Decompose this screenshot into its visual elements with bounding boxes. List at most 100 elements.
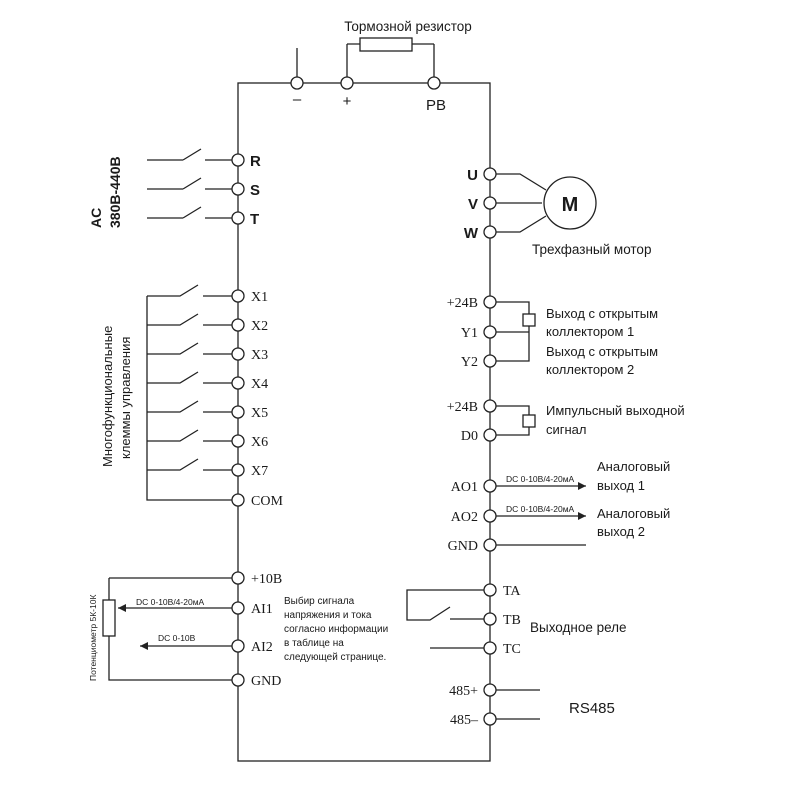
multifunction-label-1: Многофункциональные xyxy=(100,326,115,467)
terminal-u xyxy=(483,167,497,181)
terminal-gnd-in xyxy=(231,673,245,687)
label-v: V xyxy=(468,196,478,213)
minus-label: – xyxy=(293,91,302,108)
switch-x5 xyxy=(147,400,232,413)
power-input-group: AC 380В-440В R S T xyxy=(88,148,261,228)
label-ai2: AI2 xyxy=(251,640,273,655)
motor-label: Трехфазный мотор xyxy=(532,242,651,257)
terminal-minus xyxy=(290,76,304,90)
terminal-v xyxy=(483,196,497,210)
terminal-x6 xyxy=(231,434,245,448)
terminal-t xyxy=(231,211,245,225)
pulse-group: +24В D0 Импульсный выходной сигнал xyxy=(447,399,685,444)
label-10v: +10В xyxy=(251,572,282,587)
motor-group: U V W M Трехфазный мотор xyxy=(464,167,652,257)
label-gnd-in: GND xyxy=(251,674,281,689)
inverter-body xyxy=(237,82,491,762)
pulse-desc-2: сигнал xyxy=(546,422,587,437)
motor-wires xyxy=(496,173,547,233)
ao2-range: DC 0-10В/4-20мА xyxy=(506,504,575,514)
label-tc: TC xyxy=(503,642,521,657)
terminal-ao2 xyxy=(483,509,497,523)
terminal-pb xyxy=(427,76,441,90)
terminal-x7 xyxy=(231,463,245,477)
note-line-3: согласно информации xyxy=(284,623,388,635)
label-ao1: AO1 xyxy=(451,480,478,495)
resistor-wires xyxy=(346,43,435,77)
ao1-desc-2: выход 1 xyxy=(597,478,645,493)
relay-wires xyxy=(406,589,484,649)
terminal-y1 xyxy=(483,325,497,339)
analog-out-wires xyxy=(496,485,586,546)
analog-in-group: Потенциометр 5К-10К DC 0-10В/4-20мА DC 0… xyxy=(88,571,388,689)
label-x7: X7 xyxy=(251,464,268,479)
ai1-range: DC 0-10В/4-20мА xyxy=(136,597,205,607)
rs485-group: 485+ 485– RS485 xyxy=(449,683,615,728)
open-collector-wires xyxy=(496,301,530,362)
label-485-plus: 485+ xyxy=(449,684,478,699)
terminal-ai1 xyxy=(231,601,245,615)
switch-x1 xyxy=(147,284,232,297)
label-x2: X2 xyxy=(251,319,268,334)
label-r: R xyxy=(250,153,261,170)
plus-label: + xyxy=(343,93,352,110)
terminal-w xyxy=(483,225,497,239)
terminal-tc xyxy=(483,641,497,655)
pb-label: PB xyxy=(426,97,446,114)
motor-m-label: M xyxy=(562,194,579,216)
terminal-com xyxy=(231,493,245,507)
switch-t xyxy=(147,206,232,219)
label-t: T xyxy=(250,211,259,228)
label-x3: X3 xyxy=(251,348,268,363)
switch-r xyxy=(147,148,232,161)
label-y2: Y2 xyxy=(461,355,478,370)
terminal-24v-a xyxy=(483,295,497,309)
switch-x7 xyxy=(147,458,232,471)
oc2-desc-2: коллектором 2 xyxy=(546,362,634,377)
open-collector-group: +24В Y1 Y2 Выход с открытым коллектором … xyxy=(447,295,658,377)
label-x6: X6 xyxy=(251,435,268,450)
label-y1: Y1 xyxy=(461,326,478,341)
potentiometer-label: Потенциометр 5К-10К xyxy=(88,595,98,681)
pulse-load xyxy=(522,414,536,428)
relay-label: Выходное реле xyxy=(530,620,627,635)
terminal-x1 xyxy=(231,289,245,303)
label-u: U xyxy=(467,167,478,184)
label-24v-a: +24В xyxy=(447,296,478,311)
terminal-s xyxy=(231,182,245,196)
switch-x6 xyxy=(147,429,232,442)
label-ao2: AO2 xyxy=(451,510,478,525)
terminal-485-minus xyxy=(483,712,497,726)
label-com: COM xyxy=(251,494,283,509)
potentiometer-wires xyxy=(108,577,232,681)
label-x1: X1 xyxy=(251,290,268,305)
note-line-5: следующей странице. xyxy=(284,652,386,663)
terminal-r xyxy=(231,153,245,167)
label-x5: X5 xyxy=(251,406,268,421)
switch-x2 xyxy=(147,313,232,326)
ac-label: AC xyxy=(88,208,104,228)
ao1-range: DC 0-10В/4-20мА xyxy=(506,474,575,484)
analog-out-group: AO1 AO2 GND DC 0-10В/4-20мА DC 0-10В/4-2… xyxy=(448,459,671,554)
ai-arrows xyxy=(118,604,148,650)
potentiometer-symbol xyxy=(102,599,116,637)
switch-x4 xyxy=(147,371,232,384)
terminal-ai2 xyxy=(231,639,245,653)
brake-resistor-label: Тормозной резистор xyxy=(344,19,472,34)
label-ta: TA xyxy=(503,584,521,599)
rs485-wires xyxy=(496,689,540,720)
resistor-symbol xyxy=(359,37,413,52)
ao2-desc-1: Аналоговый xyxy=(597,506,670,521)
note-line-2: напряжения и тока xyxy=(284,610,372,621)
switch-x3 xyxy=(147,342,232,355)
ai2-range: DC 0-10В xyxy=(158,633,196,643)
label-d0: D0 xyxy=(461,429,478,444)
multifunction-label-2: клеммы управления xyxy=(118,337,133,459)
note-line-4: в таблице на xyxy=(284,637,344,649)
terminal-ao1 xyxy=(483,479,497,493)
terminal-d0 xyxy=(483,428,497,442)
terminal-y2 xyxy=(483,354,497,368)
motor-symbol xyxy=(543,176,597,230)
label-24v-b: +24В xyxy=(447,400,478,415)
